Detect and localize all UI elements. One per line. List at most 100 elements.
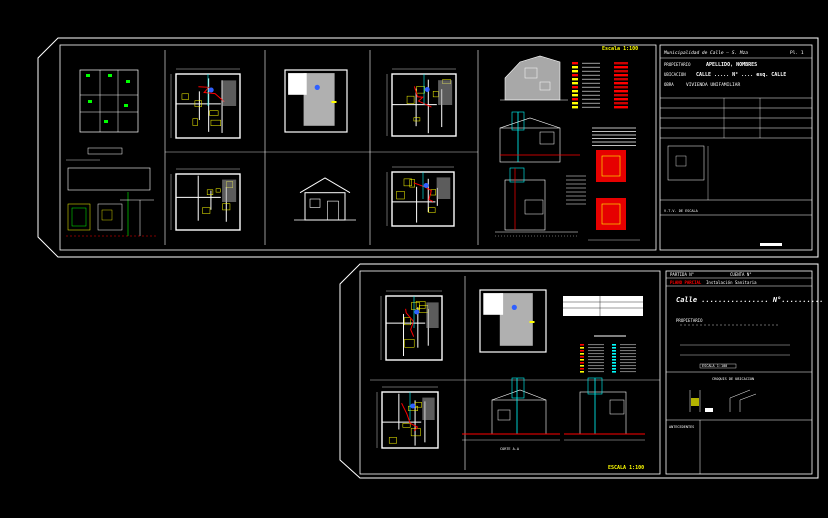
fixture-outline: [413, 117, 421, 122]
sheet-1-inner-frame: [59, 44, 657, 251]
legend-swatch: [614, 106, 628, 109]
fixture-outline: [192, 118, 198, 126]
floor-plan-drawing: [376, 386, 439, 449]
title-block-history-label: ANTECEDENTES: [669, 425, 694, 429]
section-a-a: [462, 377, 560, 441]
sheet-1-scale-label: Escala 1:100: [602, 46, 638, 52]
legend-swatch: [572, 98, 578, 101]
site-plan: [79, 69, 139, 155]
legend-swatch: [580, 368, 584, 370]
drain-pipe: [413, 86, 432, 108]
legend-swatch: [572, 90, 578, 93]
valve-symbol: [414, 309, 420, 315]
legend-swatch: [612, 353, 616, 355]
legend-swatch: [572, 78, 578, 81]
label-mark: [331, 101, 337, 103]
legend-swatch: [614, 86, 628, 89]
legend-swatch: [612, 359, 616, 361]
floor-plan-drawing: [386, 68, 457, 137]
fixture-outline: [206, 189, 214, 196]
hatch-fill: [222, 80, 237, 106]
roof-surface: [499, 293, 533, 346]
legend-swatch: [612, 368, 616, 370]
legend-swatch: [612, 356, 616, 358]
fixture-outline: [411, 302, 420, 310]
fixture-outline: [388, 437, 397, 444]
title-block-address-value: CALLE ..... N° .... esq. CALLE: [696, 72, 786, 78]
sheet-1-floor-plans: [164, 50, 479, 245]
hatch-fill: [438, 80, 453, 105]
legend-swatch: [572, 62, 578, 65]
legend-swatch: [572, 86, 578, 89]
sheet-2-inner-frame: [359, 270, 661, 475]
fixture-outline: [415, 402, 423, 408]
spec-table: [563, 292, 643, 316]
red-details: [588, 150, 640, 241]
legend-swatch: [612, 362, 616, 364]
title-block-cuenta-label: CUENTA N°: [730, 272, 752, 277]
floor-plan-drawing: [170, 68, 241, 139]
drain-pipe: [198, 86, 225, 103]
legend-swatch: [572, 82, 578, 85]
fixture-outline: [210, 119, 221, 126]
valve-symbol: [410, 403, 416, 409]
legend-swatch: [572, 102, 578, 105]
elevation-wall: [304, 192, 346, 221]
legend-swatch: [572, 70, 578, 73]
legend-swatch: [580, 347, 584, 349]
section-b-b: [564, 377, 645, 441]
title-block-address-label: UBICACION: [664, 72, 686, 77]
elevation-door: [327, 200, 339, 221]
legend-swatch: [580, 344, 584, 346]
legend-swatch: [612, 347, 616, 349]
elevation-roof: [299, 177, 351, 194]
title-block-footer: V.T.V. DE ESCALA: [664, 209, 699, 213]
fixture-outline: [194, 100, 202, 107]
drain-pipe: [401, 402, 419, 432]
title-block-plan-tag: PLANO PARCIAL: [670, 280, 702, 285]
sheet-1-title-block: Municipalidad de Calle — S. Mza Pl. 1 PR…: [659, 44, 813, 251]
title-block-owner-label-2: PROPIETARIO: [676, 318, 703, 323]
fixture-outline: [209, 110, 219, 116]
fixture-outline: [406, 95, 415, 104]
label-mark: [529, 321, 535, 323]
fixture-outline: [410, 428, 421, 437]
legend-swatch: [614, 70, 628, 73]
hatch-fill: [426, 302, 439, 328]
section-lower: [495, 167, 578, 237]
fixture-outline: [415, 301, 426, 309]
sheet-1: Municipalidad de Calle — S. Mza Pl. 1 PR…: [37, 37, 819, 258]
fixture-outline: [403, 317, 411, 326]
legend-swatch: [572, 66, 578, 69]
legend-swatch: [580, 371, 584, 373]
fixture-outline: [416, 86, 425, 94]
legend-swatch: [572, 74, 578, 77]
valve-symbol: [424, 87, 430, 92]
floor-plan-drawing: [380, 290, 443, 361]
fixture-outline: [181, 93, 189, 100]
legend-swatch: [614, 74, 628, 77]
fixture-outline: [404, 339, 415, 348]
valve-symbol: [423, 183, 429, 188]
floor-plan-drawing: [386, 166, 455, 227]
legend-swatch: [580, 350, 584, 352]
legend-swatch: [580, 356, 584, 358]
roof-plan-drawing: [479, 289, 547, 353]
legend-swatch: [614, 66, 628, 69]
elevation-upper: [500, 55, 568, 101]
sheet-1-legend: [566, 62, 636, 205]
fixture-outline: [215, 188, 221, 193]
sheet-2-floor-plans: [370, 276, 660, 470]
title-block-plan-type: Instalación Sanitaria: [706, 280, 757, 285]
legend-swatch: [612, 371, 616, 373]
hatch-fill: [436, 177, 451, 199]
legend-swatch: [572, 106, 578, 109]
fixture-outline: [222, 203, 231, 211]
drain-pipe: [413, 182, 434, 203]
elevation-window: [309, 198, 321, 208]
tank-symbol: [314, 84, 320, 90]
floor-plan-drawing: [170, 168, 241, 231]
fixture-outline: [432, 91, 439, 98]
sheet-2-legend: [580, 335, 636, 373]
